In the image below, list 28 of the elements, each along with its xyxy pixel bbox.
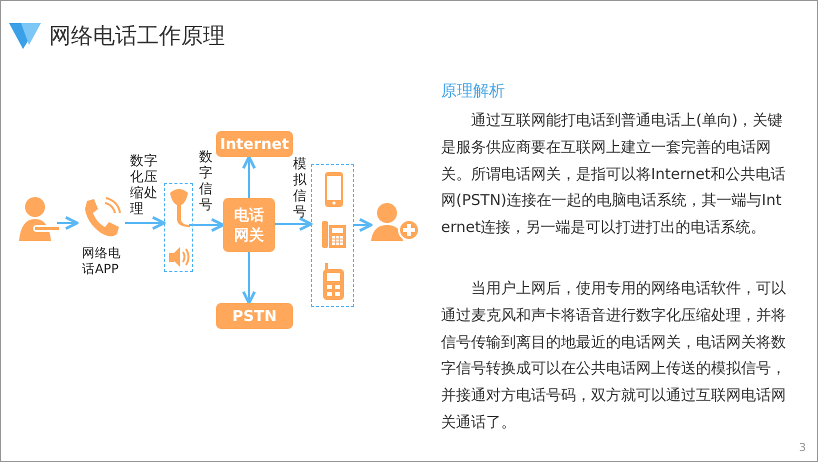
speaker-icon <box>168 245 190 269</box>
paragraph: 通过互联网能打电话到普通电话上(单向)，关键是服务供应商要在互联网上建立一套完善的电话网关。所谓电话网关，是指可以将Internet和公共电话网(PSTN)连接在一起的电脑电话系统，其一端与Internet连接，另一端是可以打进打出的电话系统。 <box>441 110 786 238</box>
network-box: Internet <box>216 131 293 157</box>
microphone-icon <box>168 189 190 229</box>
edge-label: 模拟信号 <box>293 156 308 220</box>
dashed-group-box <box>164 183 193 272</box>
page-number: 3 <box>799 441 806 454</box>
add-person-icon <box>371 201 419 241</box>
arrow <box>354 218 372 232</box>
arrow <box>242 156 256 198</box>
edge-label: 数字信号 <box>199 149 214 213</box>
mobile-phone-icon <box>322 263 345 301</box>
slide-title: 网络电话工作原理 <box>49 23 225 51</box>
edge-label: 数字化压缩处理 <box>130 153 159 217</box>
arrow <box>189 218 224 232</box>
app-caption: 网络电话APP <box>82 245 122 277</box>
desk-phone-icon <box>322 219 346 249</box>
arrow <box>275 217 312 231</box>
arrow <box>125 216 166 230</box>
network-box: PSTN <box>216 303 293 329</box>
gateway-box: 电话网关 <box>223 198 275 252</box>
paragraph: 当用户上网后，使用专用的网络电话软件，可以通过麦克风和声卡将语音进行数字化压缩处理，并将信号传输到离目的地最近的电话网关，电话网关将数字信号转换成可以在公共电话网上传送的模拟信号，并接通对方电话号码，双方就可以通过互联网电话网关通话了。 <box>441 278 786 433</box>
dashed-group-box <box>311 164 354 307</box>
section-heading: 原理解析 <box>441 81 505 102</box>
smartphone-icon <box>324 171 344 208</box>
arrow <box>242 252 256 304</box>
arrow <box>57 216 78 230</box>
person-icon <box>19 195 59 241</box>
